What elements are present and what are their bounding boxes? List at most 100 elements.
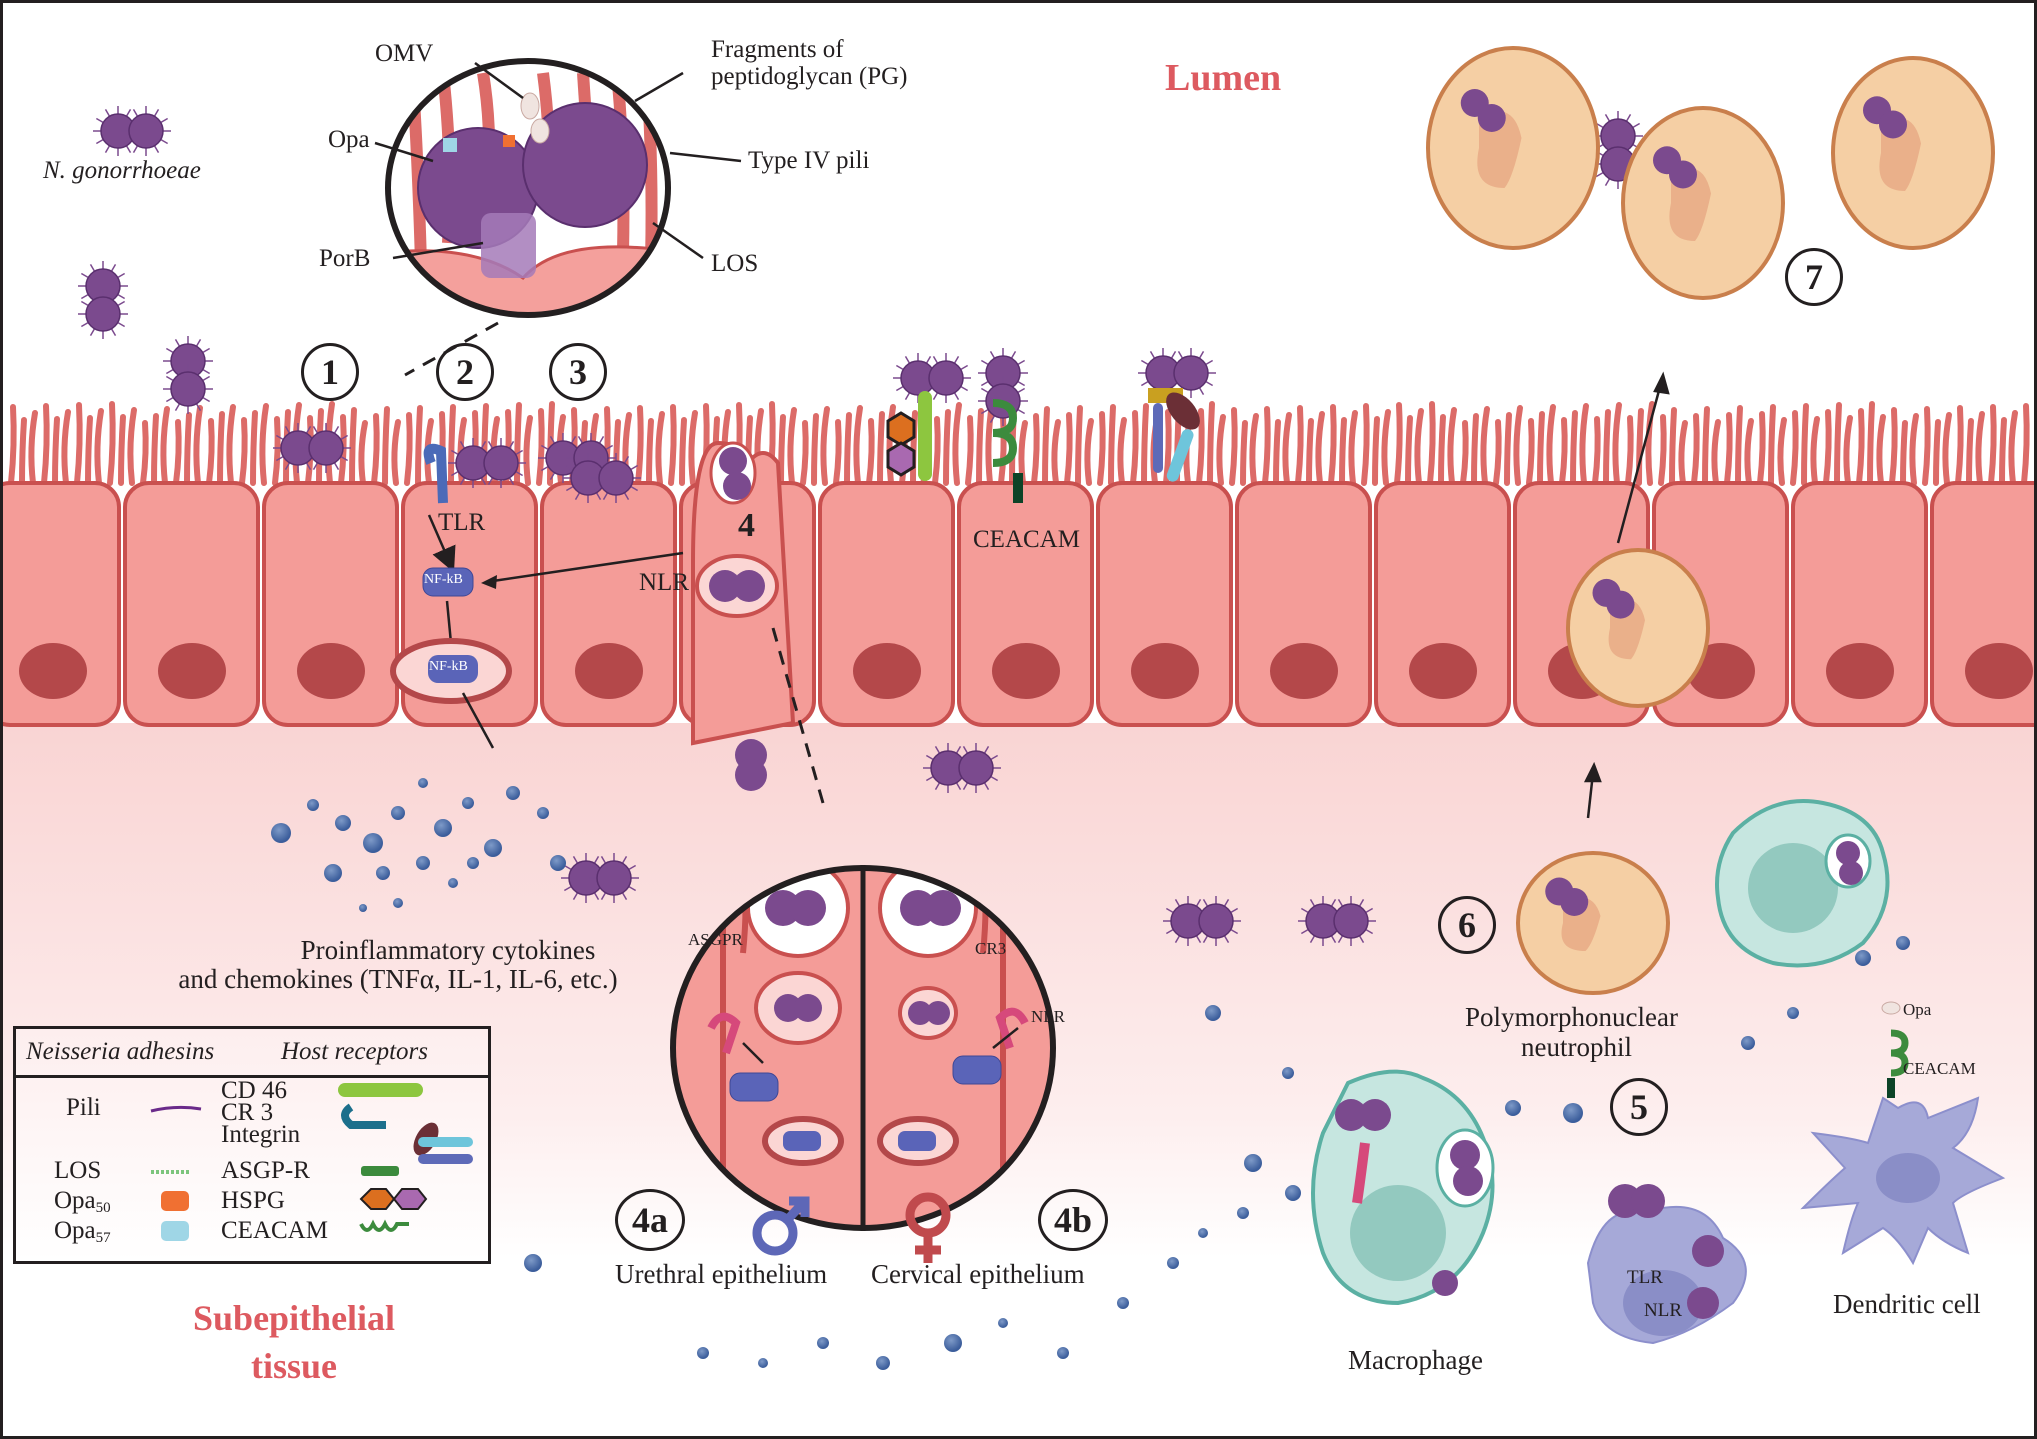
- microvillus: [1546, 404, 1556, 486]
- microvillus: [391, 419, 401, 486]
- diplococcus: [78, 261, 128, 339]
- microvillus: [1229, 407, 1238, 486]
- microvillus: [1988, 404, 1997, 486]
- diplococcus: [893, 353, 971, 403]
- cytokine-dot: [271, 823, 291, 843]
- cytokine-dot: [550, 855, 566, 871]
- step-1-marker: 1: [301, 343, 359, 401]
- step-2-marker: 2: [436, 343, 494, 401]
- microvillus: [1612, 402, 1622, 486]
- cytokine-dot: [1896, 936, 1910, 950]
- cytokine-dot: [998, 1318, 1008, 1328]
- microvillus: [998, 414, 1007, 486]
- microvillus: [1427, 401, 1436, 486]
- coccus: [85, 296, 121, 332]
- coccus: [598, 460, 634, 496]
- microvillus: [1834, 402, 1842, 486]
- cytokine-dot: [416, 856, 430, 870]
- microvillus: [1768, 404, 1776, 486]
- microvillus: [1790, 410, 1799, 486]
- neutrophil: [1831, 56, 1995, 250]
- microvillus: [1669, 407, 1677, 486]
- microvillus: [1691, 413, 1700, 486]
- microvillus: [193, 405, 203, 486]
- apc-nlr-label: NLR: [1644, 1300, 1682, 1321]
- microvillus: [239, 417, 248, 486]
- dc-opa-label: Opa: [1903, 1000, 1932, 1019]
- pili-leader: [669, 151, 742, 163]
- cell-nucleus: [1131, 643, 1199, 699]
- cell-nucleus: [575, 643, 643, 699]
- microvillus: [1744, 418, 1754, 486]
- diplococcus: [93, 106, 171, 156]
- microvillus: [1348, 410, 1358, 486]
- coccus: [308, 430, 344, 466]
- microvillus: [1504, 412, 1512, 486]
- cell-nucleus: [992, 643, 1060, 699]
- cell-nucleus: [853, 643, 921, 699]
- cytokine-dot: [1855, 950, 1871, 966]
- microvillus: [85, 415, 93, 486]
- cell-nucleus: [1409, 643, 1477, 699]
- microvillus: [226, 404, 236, 486]
- cell-nucleus: [297, 643, 365, 699]
- coccus: [1879, 110, 1907, 139]
- cd46-icon: [338, 1083, 423, 1097]
- zoom-dashed-line-bottom: [771, 627, 825, 804]
- microvillus: [1471, 413, 1479, 486]
- microvillus: [1295, 405, 1304, 486]
- cytokine-dot: [1244, 1154, 1262, 1172]
- microvillus: [1460, 420, 1469, 486]
- dendritic-cell: [1800, 1001, 2006, 1266]
- microvillus: [1339, 417, 1347, 486]
- microvillus: [1724, 412, 1733, 486]
- ceacam-label: CEACAM: [973, 526, 1080, 553]
- apical-receptors: [886, 388, 1200, 503]
- diplococcus: [563, 453, 641, 503]
- microvillus: [646, 418, 654, 486]
- coccus: [170, 371, 206, 407]
- legend-receptor-ceacam: CEACAM: [221, 1217, 328, 1244]
- microvillus: [985, 401, 995, 486]
- bacteria-layer: [78, 106, 1643, 946]
- subepithelial-label-line1: Subepithelial: [193, 1298, 396, 1338]
- cell-nucleus: [158, 643, 226, 699]
- microvillus: [1240, 420, 1248, 486]
- cytokine-dot: [758, 1358, 768, 1368]
- microvillus: [8, 404, 17, 486]
- legend-header: Neisseria adhesins Host receptors: [16, 1029, 488, 1078]
- macrophage-cell: [1311, 1069, 1495, 1306]
- legend-adhesin-pili: Pili: [66, 1094, 101, 1121]
- pg-leader: [634, 71, 684, 103]
- microvillus: [1405, 415, 1413, 486]
- epithelial-cell-layer: [3, 481, 2034, 727]
- cytokine-dot: [391, 806, 405, 820]
- cytokine-dot: [467, 857, 479, 869]
- microvillus: [866, 418, 875, 486]
- legend-receptor-integrin: Integrin: [221, 1121, 301, 1148]
- microvillus: [1262, 406, 1271, 486]
- cytokine-dot: [506, 786, 520, 800]
- microvillus: [1031, 413, 1040, 486]
- microvillus: [853, 405, 863, 486]
- microvillus: [952, 402, 962, 486]
- microvillus: [1513, 405, 1523, 486]
- microvillus: [259, 403, 269, 486]
- microvillus: [514, 402, 522, 486]
- microvillus: [844, 412, 852, 486]
- los-label: LOS: [711, 250, 759, 277]
- cell-nucleus: [1270, 643, 1338, 699]
- coccus: [1333, 903, 1369, 939]
- cytokine-dot: [418, 778, 428, 788]
- pmn-label-line2: neutrophil: [1521, 1032, 1632, 1062]
- cytokine-dot: [434, 819, 452, 837]
- microvillus: [1064, 412, 1073, 486]
- legend-adhesin-opa50: Opa50: [54, 1187, 111, 1216]
- coccus: [1606, 590, 1635, 619]
- bottom-inset: [670, 865, 1056, 1231]
- pili-icon: [150, 1105, 202, 1113]
- microvillus: [2021, 403, 2030, 486]
- diplococcus: [448, 438, 526, 488]
- microvillus: [1955, 405, 1964, 486]
- cr3-label: CR3: [975, 939, 1007, 958]
